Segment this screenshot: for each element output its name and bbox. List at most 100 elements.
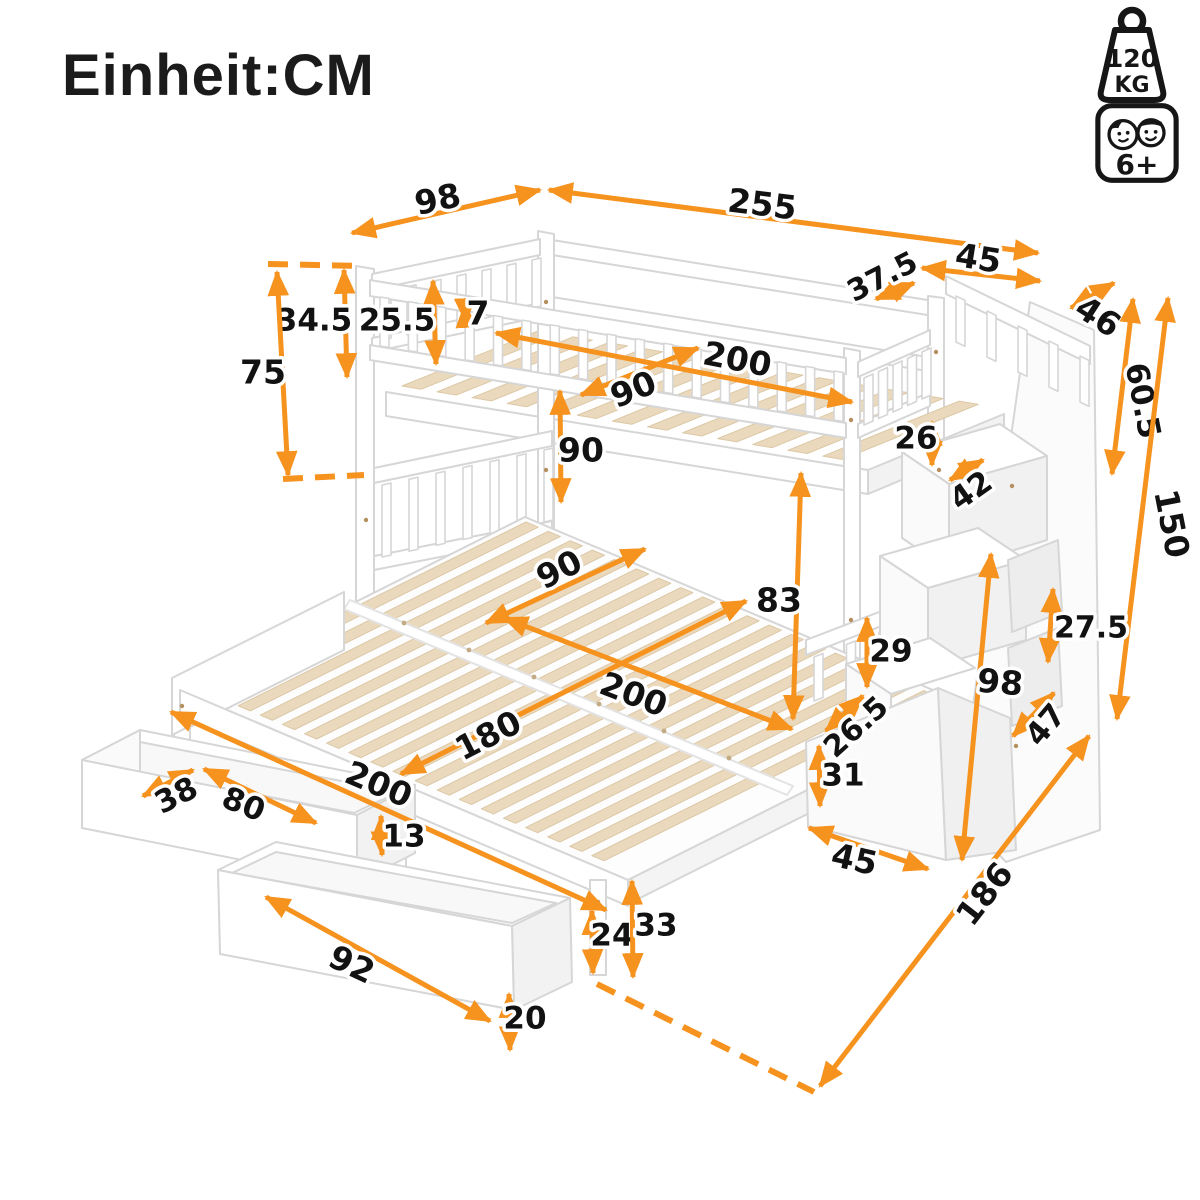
- dimension-value: 45: [953, 235, 1004, 281]
- bed-slat: [822, 400, 979, 460]
- dimension-arrow: [333, 267, 358, 380]
- dimension-value: 25.5: [359, 303, 436, 339]
- dimension-value: 34.5: [276, 303, 353, 339]
- dimension-stair-top-length: 45: [919, 232, 1043, 290]
- dimension-arrow: [423, 278, 446, 367]
- dimension-under-bunk-height: 83: [753, 470, 812, 722]
- bed-illustration: [81, 230, 1101, 1011]
- dimension-total-height: 150: [1109, 295, 1200, 722]
- dimension-guardrail-height: 34.5: [272, 267, 358, 380]
- age-recommendation-badge: 6+: [1094, 102, 1180, 184]
- fence-slat: [906, 353, 918, 407]
- dimension-frame-lip: 7: [453, 290, 493, 336]
- fence-slat: [986, 310, 997, 363]
- fence-slat: [955, 295, 966, 348]
- dimension-value: 27.5: [1054, 611, 1128, 646]
- dimension-arrow: [1011, 691, 1056, 738]
- dimension-arrow: [948, 457, 985, 483]
- fence-slat: [549, 323, 561, 377]
- dimension-upper-bed-length: 200: [493, 326, 855, 409]
- dimension-value: 150: [1146, 486, 1197, 561]
- dimension-value: 26: [894, 421, 937, 457]
- dimension-arrow: [1109, 295, 1176, 722]
- dimension-lower-rail-height: 29: [856, 615, 916, 690]
- lower-bunk-headboard: [373, 430, 554, 571]
- dashed-line-ref-floor-front: [595, 981, 816, 1095]
- dimension-leg-height-corner: 33: [621, 878, 681, 980]
- dimension-arrow: [549, 388, 572, 505]
- dimension-arrow: [546, 182, 1041, 261]
- max-load-badge: 120 KG: [1082, 6, 1182, 106]
- unit-label: Einheit:CM: [62, 43, 375, 108]
- dimension-shelf-height: 27.5: [1038, 586, 1132, 665]
- fence-slat: [543, 447, 554, 523]
- fence-slat: [435, 305, 447, 358]
- dimension-value: 75: [240, 353, 286, 392]
- dimension-arrow: [453, 297, 478, 329]
- dimension-arrow: [267, 269, 298, 478]
- dimension-value: 20: [503, 1001, 546, 1037]
- fence-slat: [577, 328, 589, 381]
- dimension-bunk-clearance: 90: [549, 388, 607, 505]
- dimension-arrow: [169, 709, 608, 913]
- dimension-arrow: [818, 734, 1091, 1088]
- dimension-arrow: [824, 694, 865, 733]
- fence-slat: [1079, 355, 1090, 408]
- fence-slat: [892, 360, 903, 413]
- dimension-arrow: [808, 743, 831, 809]
- dashed-line-ref-top-left: [267, 261, 363, 269]
- fence-slat: [521, 319, 532, 372]
- dimension-value: 24: [590, 918, 633, 954]
- kids-faces-icon: 6+: [1095, 103, 1179, 183]
- fence-slat: [492, 314, 504, 367]
- fence-slat: [489, 458, 500, 535]
- dimension-value: 98: [976, 661, 1025, 704]
- dimension-arrow: [1069, 280, 1116, 311]
- fence-slat: [531, 257, 542, 309]
- fence-slat: [462, 464, 473, 541]
- fence-slat: [408, 476, 419, 552]
- dimension-arrow: [782, 470, 812, 722]
- dimension-arrow: [349, 184, 543, 239]
- dimension-arrow: [578, 345, 701, 398]
- dimension-arrow: [498, 991, 521, 1053]
- fence-slat: [381, 482, 392, 558]
- dimension-value: 255: [726, 180, 799, 227]
- dimension-value: 29: [869, 634, 912, 670]
- weight-value: 120: [1106, 44, 1158, 73]
- dimension-value: 90: [558, 431, 604, 470]
- dimension-rail-thickness: 13: [370, 813, 429, 858]
- fence-slat: [863, 373, 874, 426]
- dimension-arrow: [919, 259, 1043, 290]
- dimension-value: 7: [467, 294, 490, 333]
- fence-slat: [921, 347, 932, 400]
- dimension-arrow: [1038, 586, 1063, 665]
- dimension-value: 33: [634, 908, 677, 944]
- dimension-arrow: [874, 279, 916, 303]
- dashed-reference-lines: [267, 261, 816, 1095]
- fence-slat: [379, 296, 390, 349]
- fence-slat: [1017, 325, 1028, 378]
- dimension-step-riser-top: 26: [891, 417, 943, 468]
- dimension-upper-side-height: 75: [237, 269, 298, 478]
- storage-drawer-2: [217, 841, 573, 1011]
- dimension-value: 98: [411, 175, 464, 223]
- dimension-arrow: [264, 894, 492, 1024]
- dimension-value: 31: [821, 758, 864, 794]
- fence-slat: [1048, 340, 1059, 393]
- dimension-value: 83: [756, 581, 802, 620]
- dimension-arrow: [370, 813, 393, 858]
- fence-slat: [813, 652, 824, 702]
- dimension-upper-end-width: 98: [349, 172, 543, 239]
- weight-icon: 120 KG: [1097, 6, 1167, 103]
- age-label: 6+: [1116, 148, 1159, 181]
- fence-slat: [877, 366, 889, 420]
- fence-slat: [407, 300, 419, 353]
- dimension-rail-above-frame: 25.5: [355, 278, 446, 367]
- dimension-arrow: [621, 878, 644, 980]
- dimension-arrow: [581, 908, 604, 976]
- dashed-line-ref-mid-left: [282, 472, 365, 482]
- dimension-value: 186: [948, 855, 1021, 933]
- weight-unit: KG: [1114, 73, 1149, 98]
- fence-slat: [435, 470, 446, 547]
